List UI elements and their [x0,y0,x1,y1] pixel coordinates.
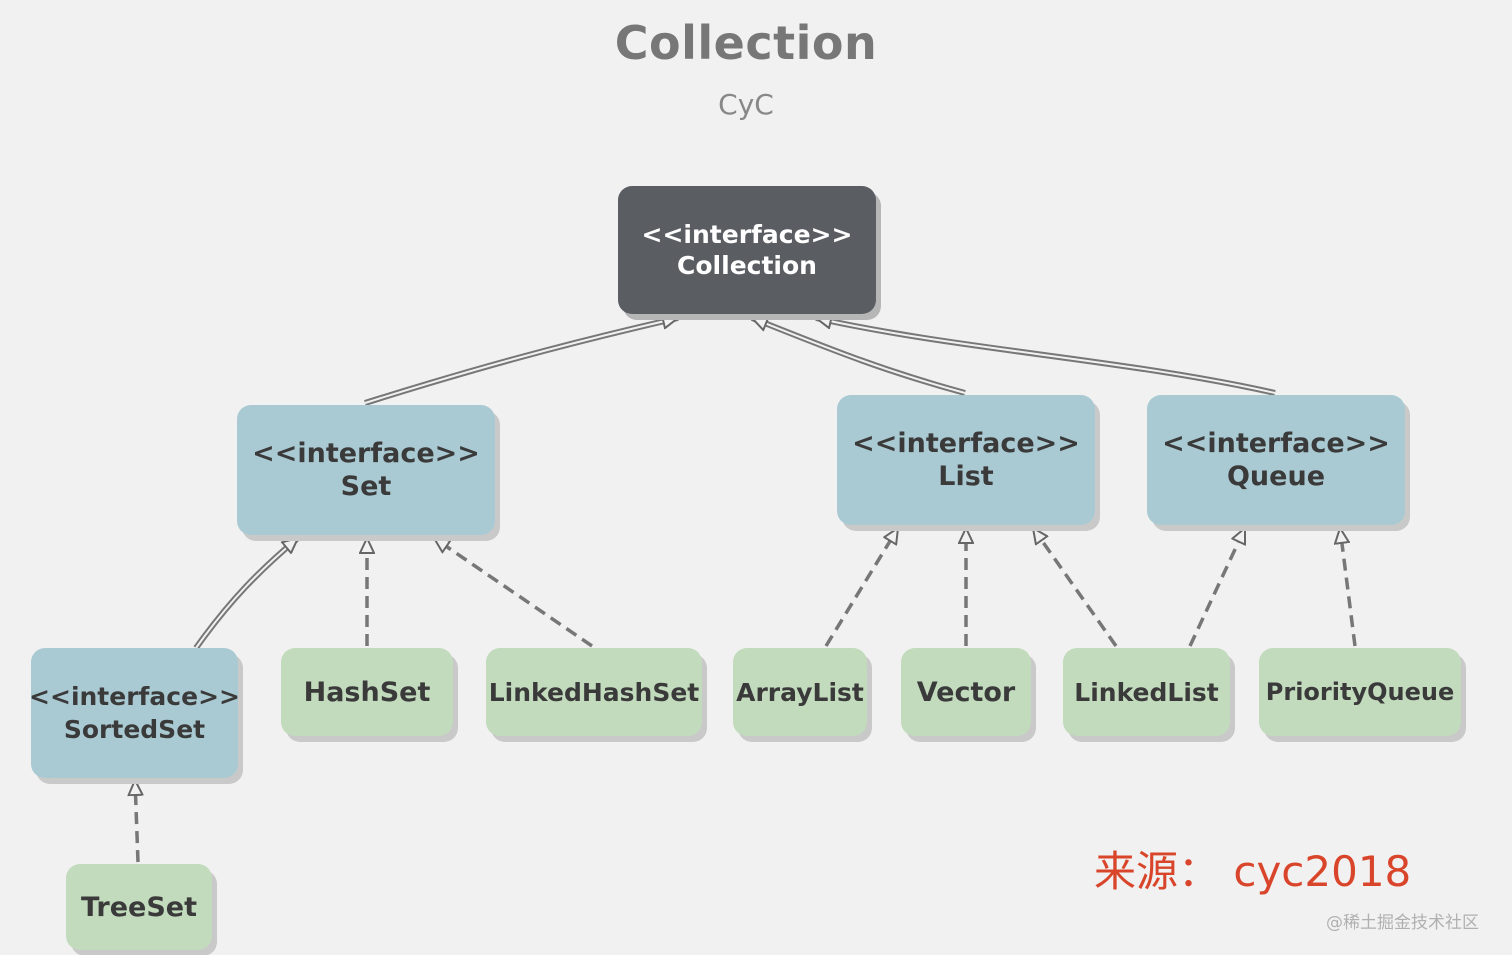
node-set-stereotype: <<interface>> [252,438,480,469]
edge-linkedlist-list [1031,528,1118,648]
diagram-subtitle: CyC [718,88,774,121]
node-hashset-label: HashSet [303,676,431,708]
node-list-stereotype: <<interface>> [852,428,1080,459]
node-collection-stereotype: <<interface>> [641,220,853,249]
node-set: <<interface>> Set [237,405,495,535]
node-priorityqueue: PriorityQueue [1259,648,1461,736]
node-linkedhashset: LinkedHashSet [486,648,702,736]
edge-set-collection [364,318,678,406]
edge-linkedhashset-set [434,536,593,648]
node-collection: <<interface>> Collection [618,186,876,314]
node-vector-label: Vector [916,676,1016,708]
node-linkedhashset-label: LinkedHashSet [488,677,700,707]
node-hashset: HashSet [281,648,453,736]
node-list: <<interface>> List [837,395,1095,525]
node-linkedlist-label: LinkedList [1074,677,1219,707]
diagram-title: Collection [614,16,878,70]
node-sortedset: <<interface>> SortedSet [29,648,240,778]
edge-linkedlist-queue [1188,528,1247,647]
node-vector: Vector [901,648,1031,736]
edge-treeset-sortedset [135,780,138,863]
edge-queue-collection [816,318,1276,396]
node-queue-stereotype: <<interface>> [1162,428,1390,459]
node-treeset-label: TreeSet [80,891,198,923]
watermark: @稀土掘金技术社区 [1326,913,1479,933]
source-credit: 来源： cyc2018 [1094,847,1412,896]
node-treeset: TreeSet [66,864,212,950]
node-sortedset-label: SortedSet [63,715,206,744]
node-collection-label: Collection [677,251,817,280]
node-arraylist-label: ArrayList [736,677,864,707]
node-queue: <<interface>> Queue [1147,395,1405,525]
edge-arraylist-list [824,528,900,647]
node-arraylist: ArrayList [733,648,867,736]
node-queue-label: Queue [1226,461,1326,492]
node-set-label: Set [340,471,392,502]
node-linkedlist: LinkedList [1063,648,1230,736]
edge-priorityqueue-queue [1340,528,1357,647]
edge-sortedset-set [193,535,300,650]
edge-list-collection [752,315,966,396]
node-priorityqueue-label: PriorityQueue [1265,678,1455,706]
node-sortedset-stereotype: <<interface>> [29,682,240,711]
node-list-label: List [938,461,994,492]
